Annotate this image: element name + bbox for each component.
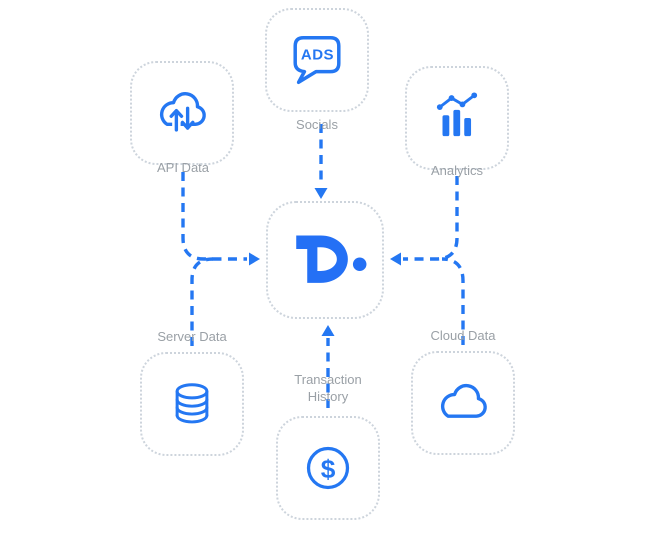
d-logo-icon (296, 235, 367, 283)
dollar-circle-icon: $ (306, 446, 350, 490)
arrowhead-left-icon (390, 252, 401, 266)
source-label-socials: Socials (296, 117, 338, 132)
hub-card (266, 201, 384, 319)
source-label-api-data: API Data (156, 160, 210, 175)
source-card-cloud-data (411, 351, 515, 455)
cloud-sync-icon (159, 92, 206, 135)
ads-text: ADS (301, 47, 334, 64)
source-card-analytics (405, 66, 509, 170)
source-card-api-data (130, 61, 234, 165)
wire-api-to-hub (181, 172, 247, 261)
cloud-icon (440, 383, 487, 418)
source-label-transaction-history: Transaction History (294, 372, 362, 404)
arrowhead-down-icon (314, 188, 328, 199)
database-icon (175, 383, 209, 424)
source-label-cloud-data: Cloud Data (430, 328, 496, 343)
arrowhead-right-icon (249, 252, 260, 266)
ads-bubble-icon: ADS (293, 35, 341, 85)
dollar-text: $ (321, 454, 336, 484)
source-label-analytics: Analytics (430, 163, 484, 178)
wire-analytics-to-hub (403, 176, 459, 261)
source-card-server-data (140, 352, 244, 456)
arrowhead-up-icon (321, 325, 335, 336)
source-card-socials: ADS (265, 8, 369, 112)
source-label-server-data: Server Data (157, 329, 227, 344)
logo-dot (352, 257, 367, 271)
source-card-transaction-history: $ (276, 416, 380, 520)
bar-line-chart-icon (436, 92, 478, 137)
